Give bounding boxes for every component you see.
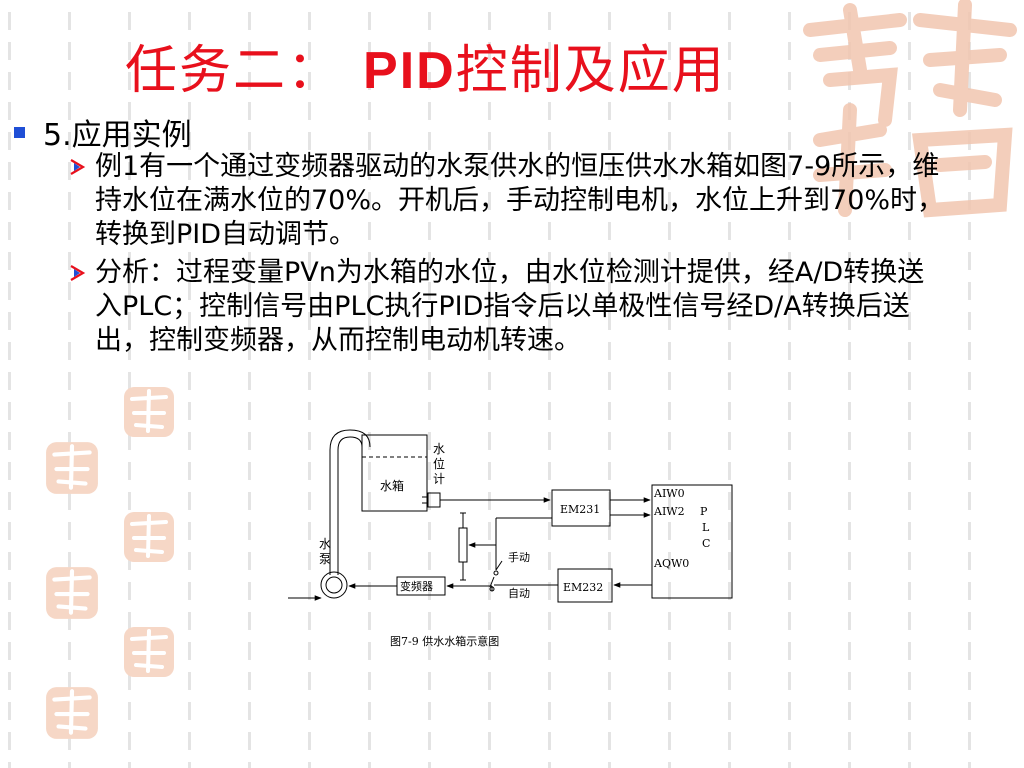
potentiometer xyxy=(458,527,468,563)
level-meter-label-2: 位 xyxy=(433,456,445,471)
plc-label-l: L xyxy=(702,521,710,534)
aqw0-label: AQW0 xyxy=(653,557,689,570)
plc-label-c: C xyxy=(702,537,710,550)
pump-label-2: 泵 xyxy=(319,552,331,566)
bullet-item-example-text: 例1有一个通过变频器驱动的水泵供水的恒压供水水箱如图7-9所示，维持水位在满水位… xyxy=(95,151,945,250)
level-meter-label-3: 计 xyxy=(433,472,445,486)
aiw2-label: AIW2 xyxy=(653,505,685,518)
decorative-seal-5 xyxy=(124,627,174,677)
water-tank xyxy=(361,434,428,512)
auto-label: 自动 xyxy=(508,587,530,600)
bullet-item-analysis-text: 分析：过程变量PVn为水箱的水位，由水位检测计提供，经A/D转换送入PLC；控制… xyxy=(95,257,925,356)
pump-label-1: 水 xyxy=(319,537,331,551)
em231-module xyxy=(551,489,611,527)
em232-label: EM232 xyxy=(563,581,603,594)
decorative-seal-3 xyxy=(124,512,174,562)
arrow-bullet-icon xyxy=(70,265,86,281)
bullet-item-analysis: 分析：过程变量PVn为水箱的水位，由水位检测计提供，经A/D转换送入PLC；控制… xyxy=(68,256,948,358)
level-meter-label-1: 水 xyxy=(433,442,445,456)
aiw0-label: AIW0 xyxy=(653,487,685,500)
water-tank-diagram: 水箱 水 位 计 水 泵 EM231 EM232 AIW0 AIW2 AQW0 … xyxy=(288,429,733,648)
plc-label-p: P xyxy=(700,505,708,518)
arrow-bullet-icon xyxy=(70,159,86,175)
water-pump xyxy=(320,571,348,599)
plc-box xyxy=(651,484,733,599)
section-heading-text: 5.应用实例 xyxy=(43,118,192,153)
section-heading: 5.应用实例 xyxy=(14,110,192,154)
manual-label: 手动 xyxy=(508,550,530,564)
square-bullet-icon xyxy=(14,127,25,138)
decorative-seal-4 xyxy=(46,567,98,619)
decorative-seal-6 xyxy=(46,687,98,739)
title-suffix: 控制及应用 xyxy=(455,41,726,101)
decorative-seal-2 xyxy=(46,442,98,494)
slide-title: 任务二： PID控制及应用 xyxy=(125,28,726,103)
inverter-label: 变频器 xyxy=(400,579,433,593)
title-pid: PID xyxy=(363,42,456,100)
figure-caption: 图7-9 供水水箱示意图 xyxy=(390,634,499,648)
decorative-seal-1 xyxy=(124,387,174,437)
em231-label: EM231 xyxy=(560,503,600,516)
bullet-item-example: 例1有一个通过变频器驱动的水泵供水的恒压供水水箱如图7-9所示，维持水位在满水位… xyxy=(68,150,948,252)
title-prefix: 任务二： xyxy=(125,41,342,101)
tank-label: 水箱 xyxy=(380,478,404,493)
level-meter xyxy=(427,492,441,508)
